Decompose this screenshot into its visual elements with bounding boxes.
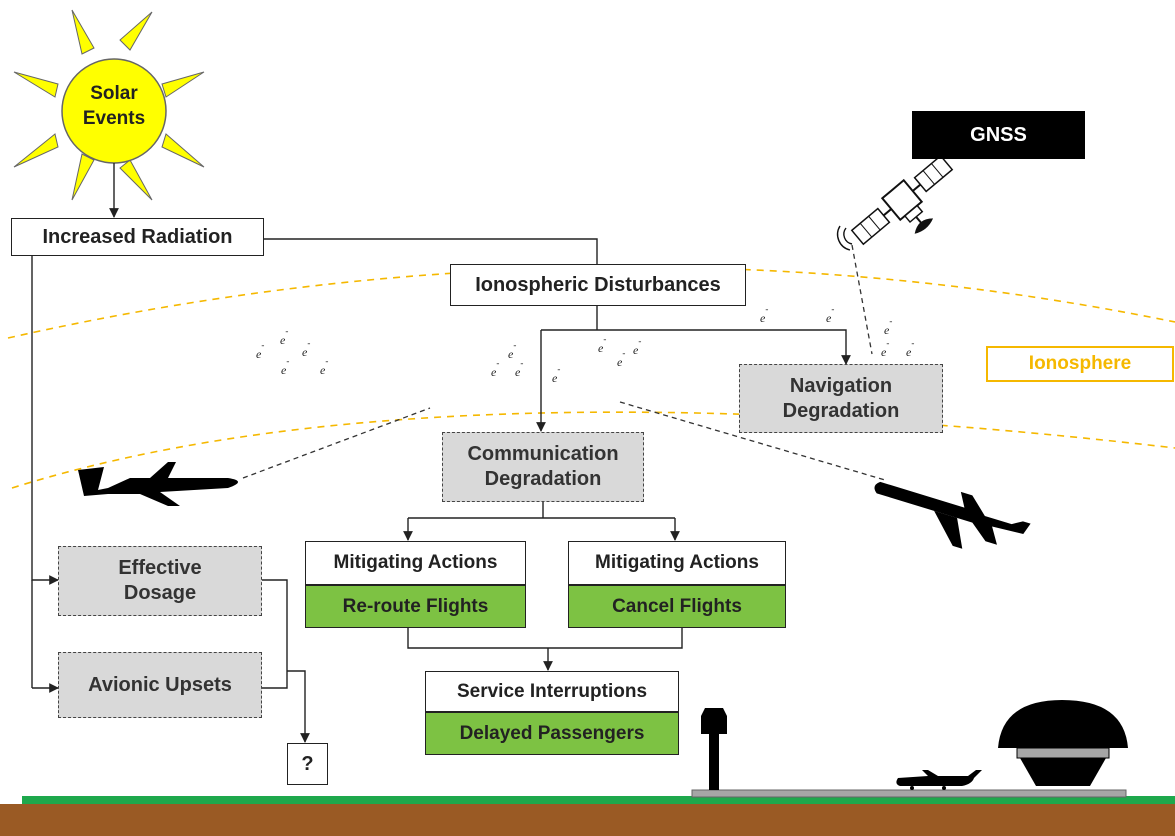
electron-symbol: e- (633, 336, 642, 357)
grass-strip (22, 796, 1175, 804)
navigation-degradation-box: Navigation Degradation (739, 364, 943, 433)
airplane-icon (874, 481, 1031, 549)
electron-symbol: e- (884, 316, 893, 337)
gnss-label: GNSS (912, 111, 1085, 159)
signal-paths (242, 244, 886, 481)
electron-symbol: e- (552, 364, 561, 385)
electron-symbol: e- (280, 326, 289, 347)
control-tower-icon (701, 708, 727, 790)
ionospheric-disturbances-box: Ionospheric Disturbances (450, 264, 746, 306)
electron-symbol: e- (906, 338, 915, 359)
reroute-flights-box: Re-route Flights (305, 585, 526, 628)
airplane-icon (78, 462, 238, 506)
satellite-icon (850, 154, 954, 246)
electron-symbol: e- (320, 356, 329, 377)
runway (691, 789, 1127, 798)
electron-symbol: e- (491, 358, 500, 379)
communication-degradation-box: Communication Degradation (442, 432, 644, 502)
electron-symbol: e- (598, 334, 607, 355)
electron-symbol: e- (826, 304, 835, 325)
increased-radiation-box: Increased Radiation (11, 218, 264, 256)
electron-symbol: e- (760, 304, 769, 325)
electron-symbol: e- (617, 348, 626, 369)
electron-symbol: e- (508, 340, 517, 361)
radar-dome-icon (998, 700, 1128, 786)
sun-label: Solar Events (82, 83, 146, 129)
signal-waves-icon (836, 225, 853, 251)
unknown-outcome-box: ? (287, 743, 328, 785)
connectors (31, 163, 851, 743)
delayed-passengers-box: Delayed Passengers (425, 712, 679, 755)
effective-dosage-box: Effective Dosage (58, 546, 262, 616)
electron-symbol: e- (256, 340, 265, 361)
electron-symbol: e- (881, 338, 890, 359)
electron-symbol: e- (281, 356, 290, 377)
airplane-icon (896, 770, 982, 790)
cancel-flights-box: Cancel Flights (568, 585, 786, 628)
electron-symbol: e- (302, 338, 311, 359)
mitigating-actions-box: Mitigating Actions (305, 541, 526, 585)
ionosphere-upper-boundary (7, 266, 1175, 339)
service-interruptions-box: Service Interruptions (425, 671, 679, 712)
ionosphere-lower-boundary (11, 411, 1175, 489)
sun-icon (13, 9, 205, 201)
ground (0, 804, 1175, 836)
mitigating-actions-box: Mitigating Actions (568, 541, 786, 585)
electron-symbol: e- (515, 358, 524, 379)
ionosphere-label: Ionosphere (986, 346, 1174, 382)
avionic-upsets-box: Avionic Upsets (58, 652, 262, 718)
